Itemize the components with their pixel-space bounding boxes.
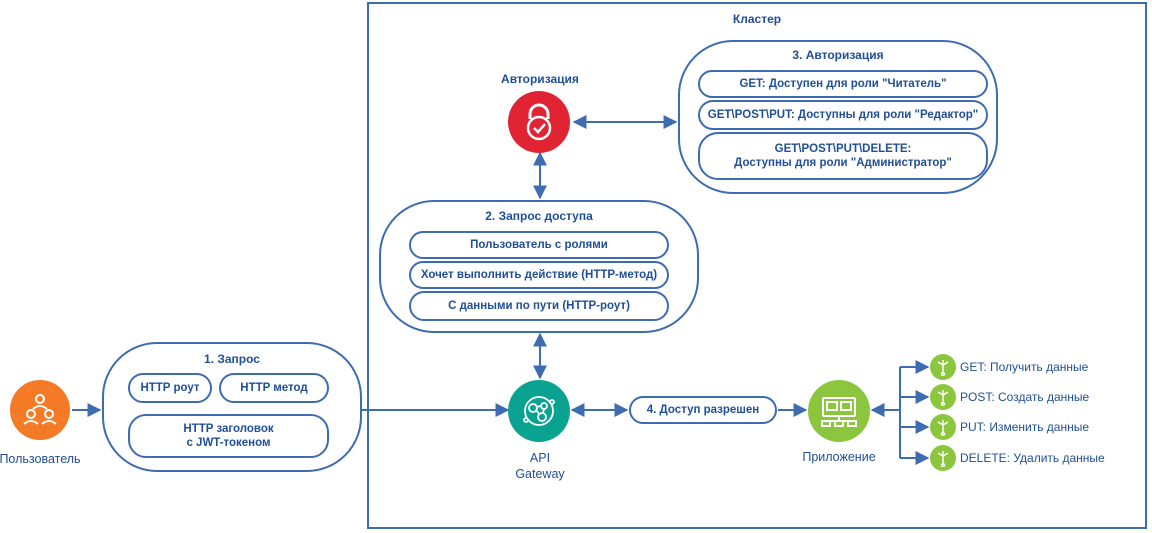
app-label: Приложение bbox=[802, 450, 876, 464]
access-user-roles-pill: Пользователь с ролями bbox=[409, 231, 669, 259]
method-post: POST: Создать данные bbox=[960, 390, 1090, 404]
endpoint-icon bbox=[930, 354, 956, 380]
endpoint-icon bbox=[930, 384, 956, 410]
access-path-pill: С данными по пути (HTTP-роут) bbox=[409, 291, 669, 321]
request-header-pill: HTTP заголовок с JWT-токеном bbox=[128, 414, 329, 458]
authorization-admin-pill: GET\POST\PUT\DELETE: Доступны для роли "… bbox=[698, 132, 988, 180]
endpoint-icon bbox=[930, 445, 956, 471]
lock-check-icon[interactable] bbox=[508, 91, 570, 153]
authorization-editor-pill: GET\POST\PUT: Доступны для роли "Редакто… bbox=[698, 100, 988, 130]
request-route-pill: HTTP роут bbox=[128, 373, 212, 403]
access-request-title: 2. Запрос доступа bbox=[485, 209, 593, 223]
request-method-pill: HTTP метод bbox=[219, 373, 329, 403]
network-computers-icon[interactable] bbox=[808, 380, 870, 442]
authorization-reader-pill: GET: Доступен для роли "Читатель" bbox=[698, 70, 988, 98]
access-action-pill: Хочет выполнить действие (HTTP-метод) bbox=[409, 261, 669, 289]
request-title: 1. Запрос bbox=[204, 352, 260, 366]
gateway-label: API Gateway bbox=[515, 451, 565, 481]
auth-service-label: Авторизация bbox=[501, 72, 579, 86]
endpoint-icon bbox=[930, 414, 956, 440]
cluster-boundary: Кластер bbox=[367, 2, 1147, 529]
access-granted-pill: 4. Доступ разрешен bbox=[629, 396, 777, 424]
method-delete: DELETE: Удалить данные bbox=[960, 451, 1105, 465]
users-icon[interactable] bbox=[10, 380, 70, 440]
method-put: PUT: Изменить данные bbox=[960, 420, 1090, 434]
cluster-title: Кластер bbox=[732, 12, 782, 26]
user-label: Пользователь bbox=[0, 452, 81, 466]
method-get: GET: Получить данные bbox=[960, 360, 1089, 374]
authorization-title: 3. Авторизация bbox=[792, 48, 884, 62]
api-gateway-icon[interactable] bbox=[508, 380, 570, 442]
